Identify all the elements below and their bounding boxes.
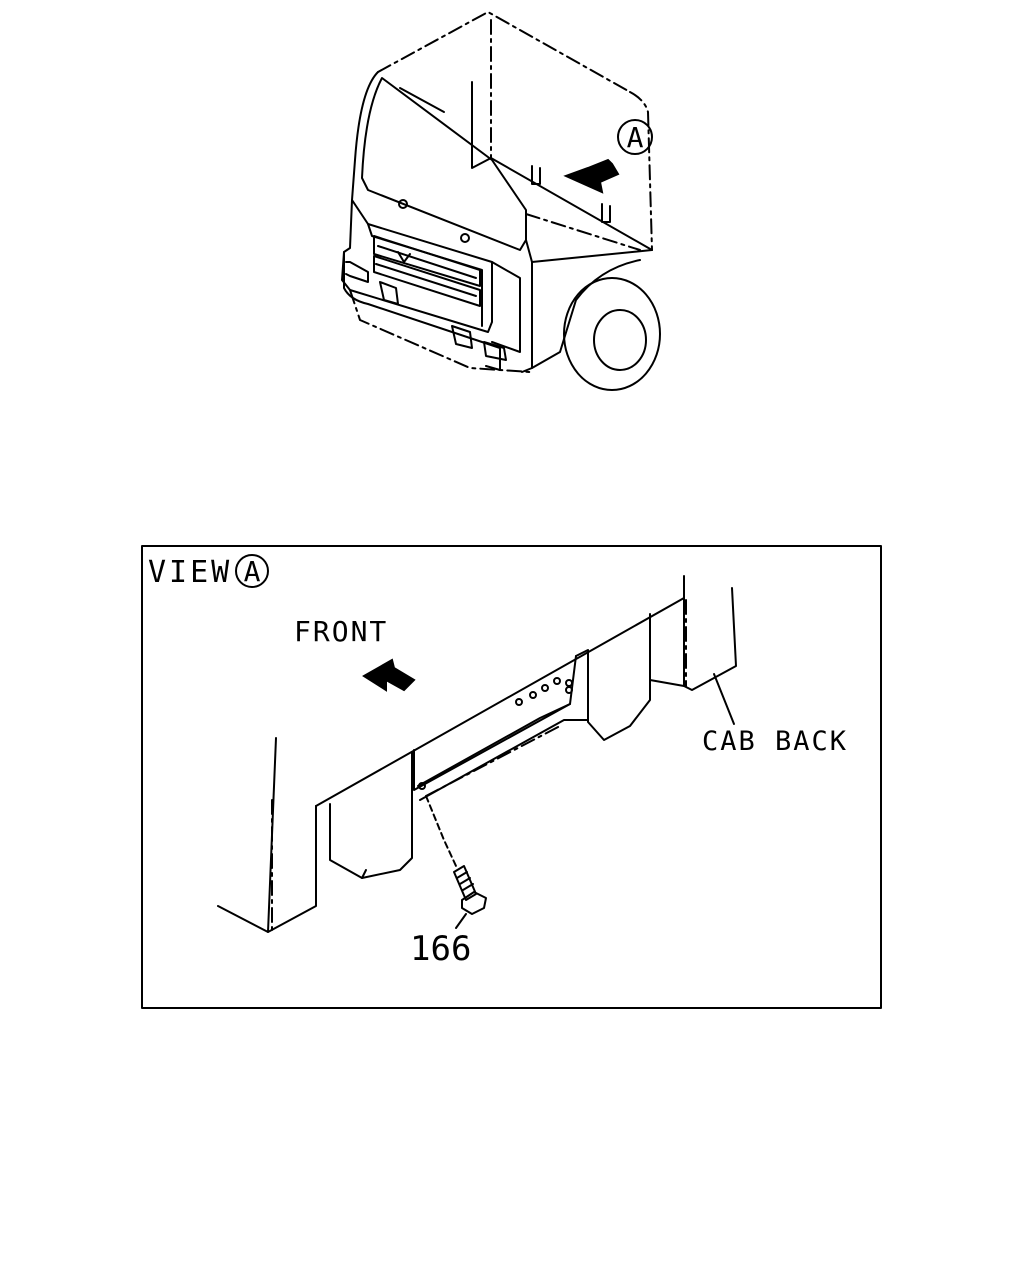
view-title-marker-circle [235, 554, 269, 588]
bolt-installation-line [425, 795, 457, 867]
front-direction-arrow [362, 658, 416, 692]
part-number-label: 166 [410, 929, 471, 969]
truck-cab-overview: A [341, 11, 661, 391]
view-direction-arrow [563, 158, 620, 194]
view-a-detail: VIEW A FRONT CAB BACK [141, 545, 882, 1009]
view-a-marker-label: A [627, 121, 644, 154]
view-title-prefix: VIEW [148, 555, 232, 590]
cab-back-label: CAB BACK [702, 726, 848, 757]
bolt-166-icon [453, 865, 487, 915]
view-title-marker-label: A [244, 555, 261, 588]
view-a-frame [141, 545, 882, 1009]
view-a-marker-circle [617, 119, 653, 155]
front-label: FRONT [294, 615, 388, 648]
